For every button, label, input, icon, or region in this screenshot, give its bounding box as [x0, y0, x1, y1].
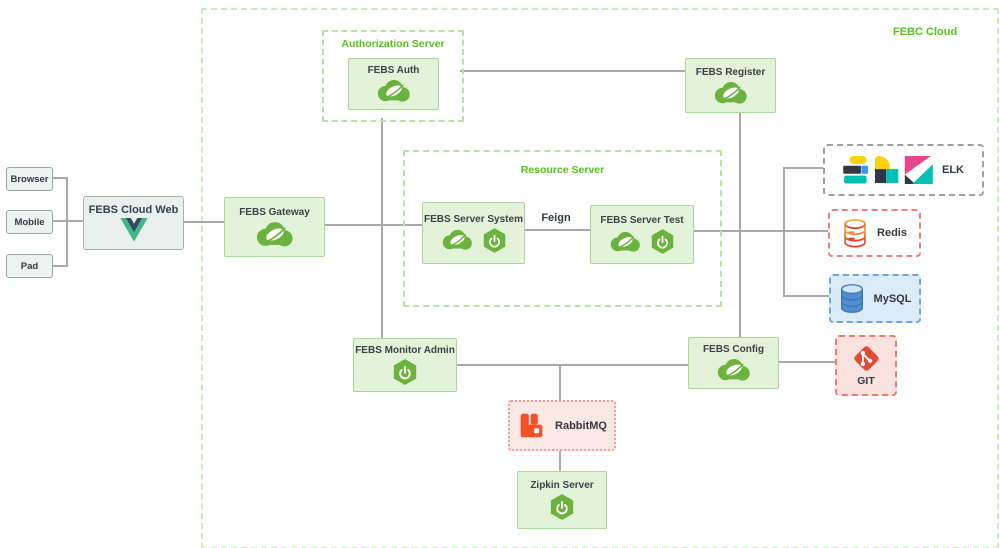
node-febs-auth-label: FEBS Auth [367, 65, 420, 76]
connector-browser-trunk [51, 177, 67, 179]
rabbitmq-icon [517, 411, 546, 440]
spring-boot-icon [393, 359, 417, 385]
group-authorization-server: Authorization Server [322, 30, 464, 122]
connector-rabbitmq-zipkin [559, 447, 561, 471]
node-mysql: MySQL [829, 274, 921, 323]
client-pad-label: Pad [20, 260, 39, 272]
node-febs-register-label: FEBS Register [695, 66, 766, 78]
node-febs-server-system-label: FEBS Server System [424, 213, 523, 225]
connector-config-git [777, 361, 835, 363]
git-icon [852, 344, 881, 373]
connector-right-branch [783, 167, 785, 297]
node-febs-config: FEBS Config [688, 332, 785, 389]
spring-leaf-icon [714, 81, 748, 105]
group-resource-label: Resource Server [520, 164, 605, 176]
connector-branch-mysql [783, 295, 829, 297]
client-browser: Browser [6, 167, 53, 191]
febc-cloud-label: FEBC Cloud [893, 26, 958, 38]
node-elk: ELK [823, 144, 984, 196]
group-resource-server: Resource Server [403, 150, 722, 307]
client-mobile-label: Mobile [14, 216, 45, 228]
group-authorization-label: Authorization Server [341, 38, 445, 50]
node-febs-config-label: FEBS Config [702, 344, 765, 355]
connector-gateway-system [323, 224, 422, 226]
node-rabbitmq: RabbitMQ [508, 400, 616, 451]
spring-boot-icon [550, 494, 574, 520]
node-redis: Redis [828, 209, 921, 257]
connector-system-test [523, 229, 590, 231]
node-febs-server-test-label: FEBS Server Test [600, 215, 684, 226]
node-rabbitmq-label: RabbitMQ [555, 419, 607, 432]
redis-icon [842, 218, 868, 249]
spring-leaf-icon [442, 229, 473, 251]
spring-boot-icon [483, 228, 506, 253]
spring-leaf-icon [717, 358, 751, 382]
node-febs-cloud-web-label: FEBS Cloud Web [88, 204, 179, 216]
connector-test-redis [692, 230, 828, 232]
node-zipkin-server-label: Zipkin Server [530, 480, 594, 491]
connector-auth-monitor [381, 118, 383, 338]
node-febs-monitor-admin: FEBS Monitor Admin [353, 338, 457, 392]
mysql-icon [839, 283, 865, 314]
connector-web-gateway [182, 221, 224, 223]
node-febs-server-test: FEBS Server Test [590, 200, 700, 264]
spring-leaf-icon [610, 231, 641, 253]
spring-leaf-icon [377, 79, 411, 103]
node-mysql-label: MySQL [873, 292, 912, 305]
client-mobile: Mobile [6, 210, 53, 234]
vue-icon [120, 218, 148, 242]
node-febs-cloud-web: FEBS Cloud Web [83, 196, 184, 250]
spring-leaf-icon [256, 221, 294, 248]
connector-pad-trunk [51, 265, 67, 267]
node-git-label: GIT [857, 375, 875, 387]
edge-label-feign: Feign [534, 212, 578, 224]
connector-down-rabbitmq [559, 366, 561, 400]
connector-auth-register [460, 70, 685, 72]
node-elk-label: ELK [942, 164, 964, 176]
node-febs-gateway: FEBS Gateway [224, 192, 331, 257]
connector-client-trunk [66, 177, 68, 267]
node-febs-gateway-label: FEBS Gateway [239, 206, 310, 218]
node-febs-server-system: FEBS Server System [422, 197, 531, 264]
connector-branch-elk [783, 167, 823, 169]
node-febs-monitor-admin-label: FEBS Monitor Admin [355, 345, 455, 356]
spring-boot-icon [651, 229, 674, 254]
node-zipkin-server: Zipkin Server [517, 471, 607, 529]
node-febs-auth: FEBS Auth [348, 53, 445, 110]
node-git: GIT [835, 335, 897, 396]
elk-logo-icon [843, 156, 933, 184]
client-browser-label: Browser [10, 173, 49, 185]
node-febs-register: FEBS Register [685, 53, 782, 113]
client-pad: Pad [6, 254, 53, 278]
connector-monitor-config [455, 364, 688, 366]
node-redis-label: Redis [877, 227, 907, 239]
connector-register-config [739, 111, 741, 337]
